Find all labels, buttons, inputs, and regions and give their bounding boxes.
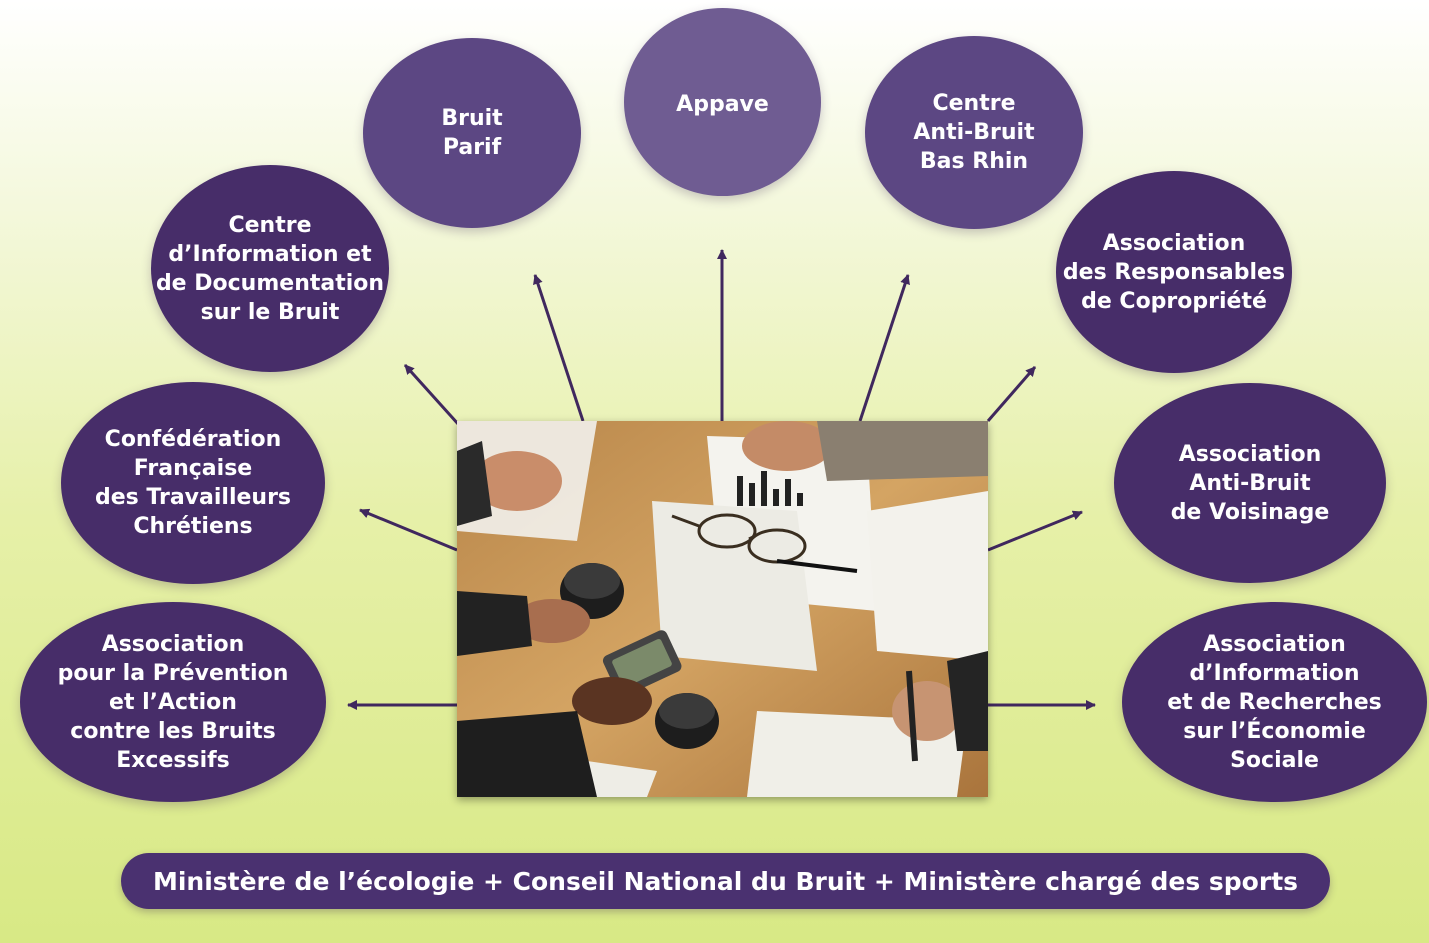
ministries-banner-label: Ministère de l’écologie + Conseil Nation…: [152, 866, 1299, 896]
node-centre-anti-bruit: Centre Anti-Bruit Bas Rhin: [865, 36, 1083, 229]
arrow-to-association-voisinage: [987, 510, 1083, 552]
arrow-to-bruit-parif: [533, 274, 585, 422]
meeting-table-photo: [457, 421, 988, 797]
node-association-voisinage: Association Anti-Bruit de Voisinage: [1114, 383, 1386, 583]
node-association-prevention-label: Association pour la Prévention et l’Acti…: [57, 631, 289, 773]
node-centre-information: Centre d’Information et de Documentation…: [151, 165, 389, 372]
node-association-information-label: Association d’Information et de Recherch…: [1167, 631, 1382, 773]
node-bruit-parif: Bruit Parif: [363, 38, 581, 228]
arrow-to-centre-information: [403, 363, 461, 427]
node-bruit-parif-label: Bruit Parif: [441, 106, 503, 160]
ministries-banner: Ministère de l’écologie + Conseil Nation…: [121, 853, 1330, 909]
arrow-to-centre-anti-bruit: [858, 274, 910, 422]
node-centre-anti-bruit-label: Centre Anti-Bruit Bas Rhin: [913, 91, 1035, 174]
node-association-voisinage-label: Association Anti-Bruit de Voisinage: [1170, 441, 1330, 525]
arrow-to-association-responsables: [986, 366, 1037, 422]
node-centre-information-label: Centre d’Information et de Documentation…: [155, 212, 385, 325]
node-association-responsables-label: Association des Responsables de Copropri…: [1062, 230, 1286, 314]
node-association-prevention: Association pour la Prévention et l’Acti…: [20, 602, 326, 802]
arrow-to-confederation: [359, 508, 458, 552]
node-confederation: Confédération Française des Travailleurs…: [61, 382, 325, 584]
node-association-information: Association d’Information et de Recherch…: [1122, 602, 1427, 802]
node-appave: Appave: [624, 8, 821, 196]
node-appave-label: Appave: [676, 92, 769, 117]
meeting-photo-illustration: [457, 421, 988, 797]
node-association-responsables: Association des Responsables de Copropri…: [1056, 171, 1292, 373]
node-confederation-label: Confédération Française des Travailleurs…: [94, 427, 292, 539]
